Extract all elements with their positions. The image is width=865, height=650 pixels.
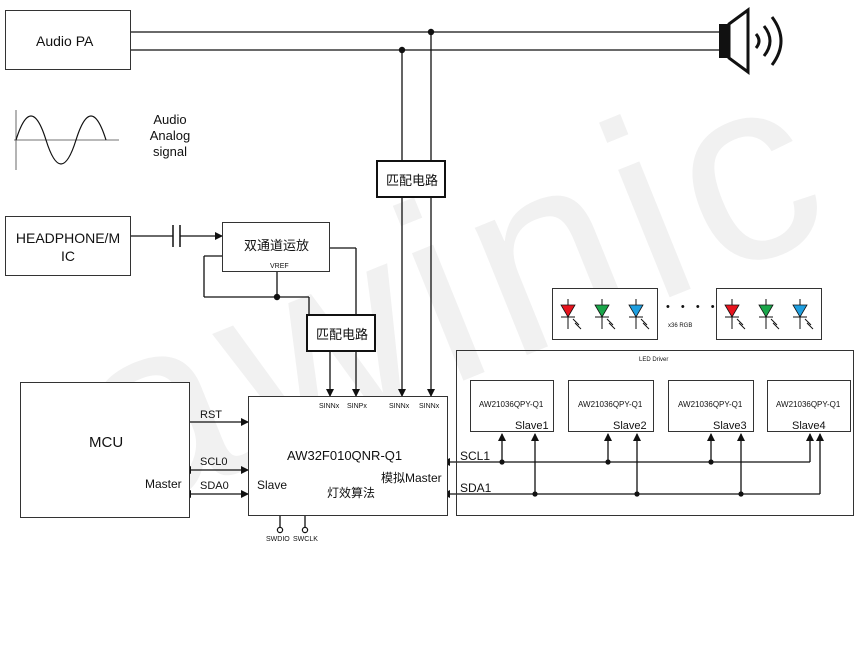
pin-sinnx-2: SINNx [389, 403, 410, 410]
slave-part: AW21036QPY-Q1 [776, 400, 841, 409]
match-circuit-mid-box: 匹配电路 [306, 314, 376, 352]
red-led-icon [724, 299, 746, 330]
slave-role: Slave4 [792, 420, 826, 432]
chip-name: AW32F010QNR-Q1 [287, 448, 403, 463]
rgb-led-group-right [716, 288, 822, 340]
slave-box-4: AW21036QPY-Q1 Slave4 [767, 380, 851, 432]
slave-part: AW21036QPY-Q1 [578, 400, 643, 409]
green-led-icon [594, 299, 616, 330]
audio-signal-line-2: Analog [149, 128, 191, 143]
red-led-icon [560, 299, 582, 330]
slave-box-2: AW21036QPY-Q1 Slave2 [568, 380, 654, 432]
chip-algo-label: 灯效算法 [327, 486, 376, 500]
dual-opamp-label: 双通道运放 [244, 238, 310, 253]
led-driver-box: LED Driver [456, 350, 854, 516]
main-chip-box: SINNx SINPx SINNx SINNx AW32F010QNR-Q1 S… [248, 396, 448, 516]
capacitor-icon [172, 225, 181, 247]
sda0-label: SDA0 [200, 480, 229, 492]
block-diagram: awinic [5, 7, 865, 571]
mcu-box: MCU Master [20, 382, 190, 518]
pin-sinpx: SINPx [347, 403, 367, 410]
led-driver-title: LED Driver [639, 357, 669, 363]
slave-part: AW21036QPY-Q1 [678, 400, 743, 409]
slave-role: Slave1 [515, 420, 549, 432]
pin-sinnx-1: SINNx [319, 403, 340, 410]
slave-box-1: AW21036QPY-Q1 Slave1 [470, 380, 554, 432]
rgb-led-icons [724, 299, 814, 330]
mcu-label: MCU [89, 434, 124, 451]
headphone-mic-box: HEADPHONE/M IC [5, 216, 131, 276]
sda1-label: SDA1 [460, 481, 492, 495]
audio-signal-line-3: signal [153, 144, 187, 159]
audio-pa-box: Audio PA [5, 10, 131, 70]
rst-label: RST [200, 409, 222, 421]
audio-pa-label: Audio PA [36, 33, 94, 49]
scl1-label: SCL1 [460, 449, 491, 463]
blue-led-icon [628, 299, 650, 330]
audio-signal-line-1: Audio [153, 112, 187, 127]
dual-opamp-box: 双通道运放 VREF [222, 222, 330, 272]
match-circuit-top-label: 匹配电路 [386, 173, 439, 188]
mcu-master-label: Master [145, 477, 182, 491]
slave-part: AW21036QPY-Q1 [479, 400, 544, 409]
slave-role: Slave3 [713, 420, 747, 432]
green-led-icon [758, 299, 780, 330]
pin-sinnx-3: SINNx [419, 403, 440, 410]
chip-slave-label: Slave [257, 478, 288, 492]
blue-led-icon [792, 299, 814, 330]
rgb-led-icons [560, 299, 650, 330]
pin-swdio: SWDIO [266, 536, 290, 543]
headphone-mic-line-1: HEADPHONE/M [15, 230, 121, 246]
chip-sim-master-label: 模拟Master [381, 471, 442, 485]
match-circuit-top-box: 匹配电路 [376, 160, 446, 198]
headphone-mic-line-2: IC [61, 248, 75, 264]
sine-wave-icon [14, 110, 119, 170]
pin-swclk: SWCLK [293, 536, 318, 543]
scl0-label: SCL0 [200, 456, 228, 468]
vref-label: VREF [270, 263, 289, 270]
wiring-svg [130, 28, 824, 534]
slave-role: Slave2 [613, 420, 647, 432]
slave-box-3: AW21036QPY-Q1 Slave3 [668, 380, 754, 432]
rgb-count-label: x36 RGB [668, 323, 693, 329]
rgb-led-group-left [552, 288, 658, 340]
ellipsis: • • • • [666, 301, 719, 313]
audio-signal-caption: Audio Analog signal [140, 112, 200, 160]
match-circuit-mid-label: 匹配电路 [316, 327, 369, 342]
speaker-icon [719, 7, 783, 75]
